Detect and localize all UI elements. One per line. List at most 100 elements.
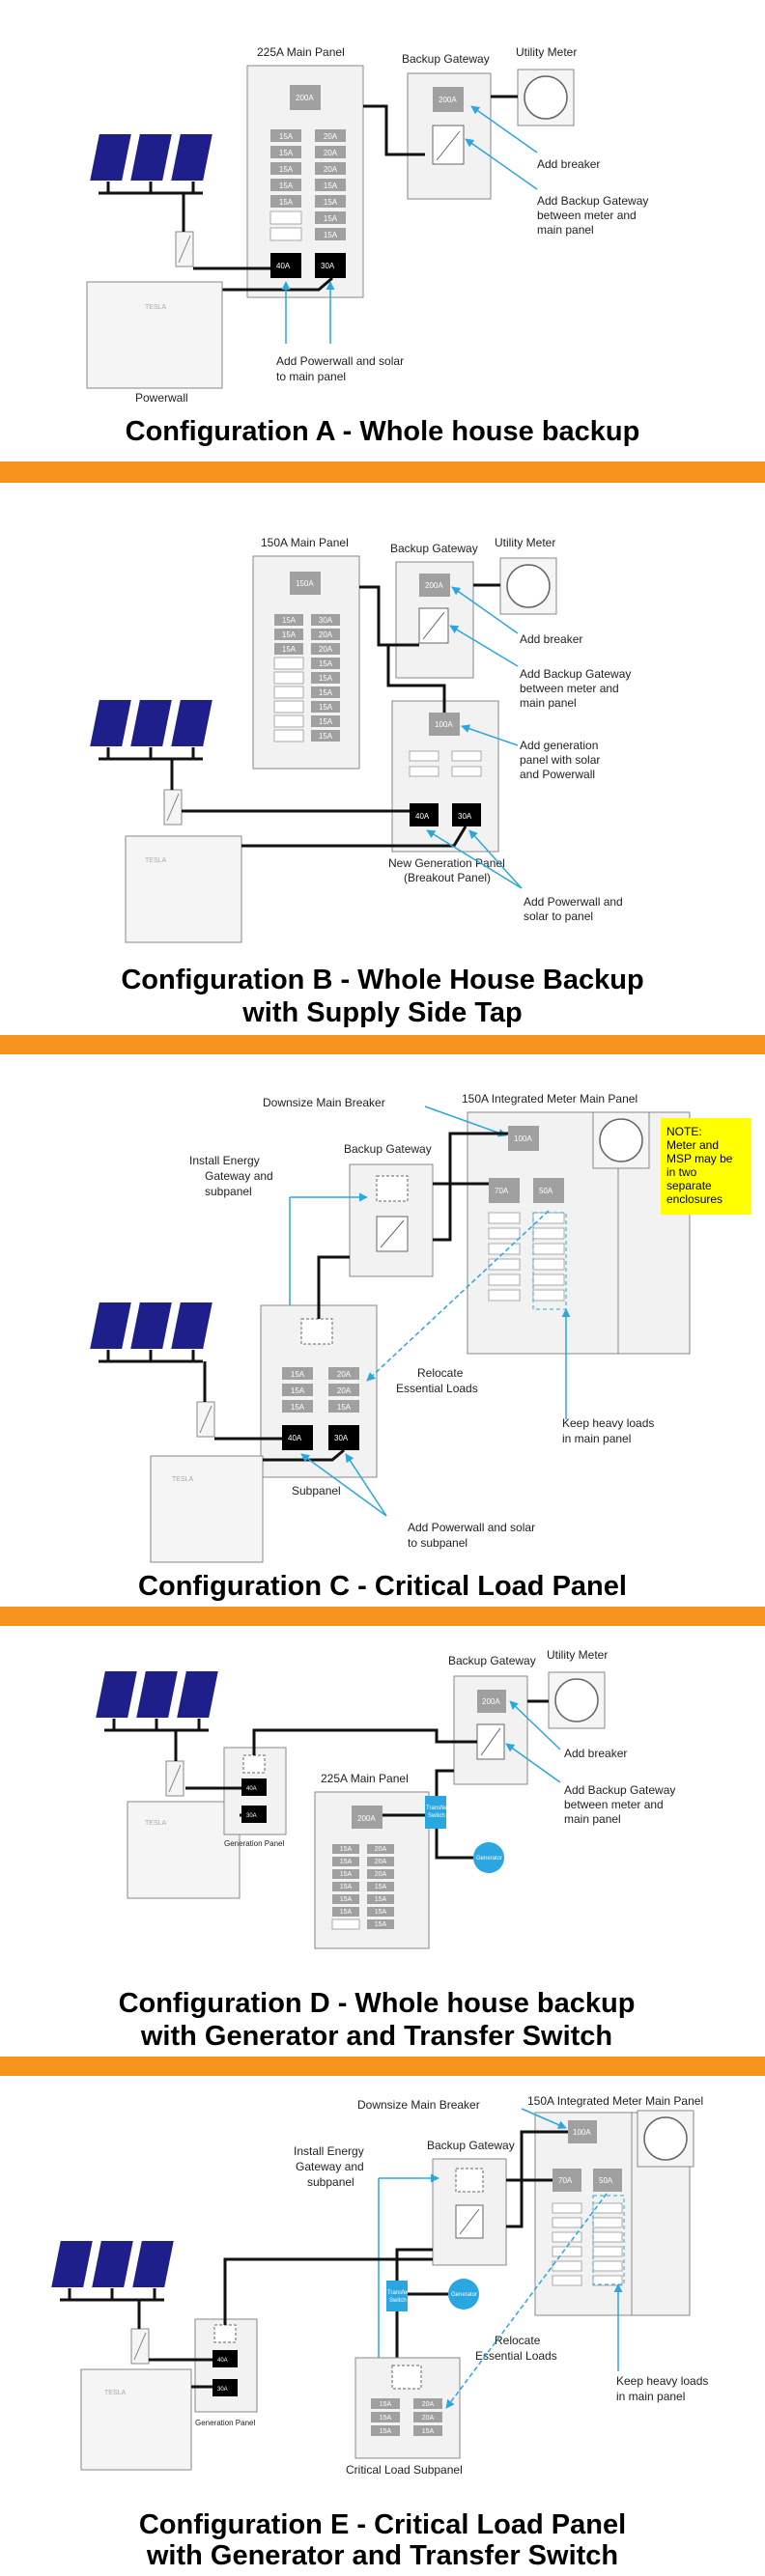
d-gateway-breaker-label: 200A: [482, 1697, 500, 1706]
d-right-breaker: [367, 1919, 394, 1929]
e-sub-right-breaker-label: 20A: [422, 2401, 435, 2408]
a-right-breaker: [315, 195, 346, 208]
d-left-breaker-label: 15A: [340, 1871, 353, 1878]
c-main-right-breaker: [532, 1212, 565, 1224]
a-left-breaker: [269, 227, 302, 241]
d-solar-breaker-label: 30A: [246, 1813, 257, 1819]
c-50a-label: 50A: [539, 1187, 553, 1195]
d-left-breaker-label: 15A: [340, 1859, 353, 1865]
a-right-breaker: [315, 179, 346, 191]
c-pw-breaker-label: 40A: [288, 1434, 302, 1442]
d-right-breaker-label: 15A: [375, 1921, 387, 1928]
d-left-breaker: [332, 1894, 359, 1904]
c-note-box: [661, 1118, 751, 1215]
a-right-breaker-label: 20A: [324, 149, 338, 157]
d-left-breaker: [332, 1844, 359, 1854]
e-sub-left-breaker-label: 15A: [380, 2428, 392, 2435]
b-left-breaker: [273, 714, 304, 728]
b-right-breaker: [311, 658, 340, 669]
b-right-breaker: [311, 643, 340, 655]
c-main-breaker-label: 100A: [514, 1134, 532, 1143]
c-sub-right-breaker-label: 20A: [337, 1386, 352, 1395]
divider-3: [0, 1607, 765, 1626]
a-left-breaker-label: 15A: [279, 182, 294, 190]
a-right-breaker: [315, 146, 346, 158]
b-gateway-label: Backup Gateway: [390, 542, 478, 555]
c-sub-right-breaker-label: 20A: [337, 1370, 352, 1379]
b-note-gen-3: and Powerwall: [520, 768, 595, 781]
a-right-breaker-label: 15A: [324, 231, 338, 239]
b-right-breaker-label: 15A: [319, 703, 333, 712]
e-main-breaker: [568, 2120, 597, 2143]
b-left-breaker: [273, 671, 304, 685]
e-50a-label: 50A: [599, 2176, 613, 2185]
e-downsize-label: Downsize Main Breaker: [357, 2098, 480, 2112]
c-main-left-breaker: [488, 1212, 521, 1224]
d-pw-breaker: [241, 1778, 267, 1796]
e-install-1: Install Energy: [294, 2144, 364, 2158]
a-note-gateway-2: between meter and: [537, 209, 637, 222]
a-note-gateway-3: main panel: [537, 223, 594, 237]
a-utility-meter: [517, 69, 575, 126]
b-right-breaker-label: 15A: [319, 659, 333, 668]
c-note-2: Meter and: [666, 1138, 719, 1152]
d-solar-inverter: [165, 1760, 184, 1797]
e-transfer-switch: [386, 2281, 408, 2311]
a-right-breaker: [315, 228, 346, 240]
d-main-breaker-label: 200A: [357, 1814, 376, 1823]
b-right-breaker: [311, 614, 340, 626]
c-relocate-1: Relocate: [417, 1366, 464, 1380]
c-main-left-breaker: [488, 1289, 521, 1302]
e-solar-breaker-label: 30A: [217, 2387, 228, 2393]
d-right-breaker: [367, 1869, 394, 1879]
c-note-5: separate: [666, 1179, 712, 1192]
e-main-right-breaker: [592, 2275, 623, 2286]
c-note-3: MSP may be: [666, 1152, 733, 1165]
c-install-3: subpanel: [205, 1185, 252, 1198]
e-main-left-breaker: [552, 2217, 582, 2228]
c-install-2: Gateway and: [205, 1169, 273, 1183]
e-main-left-breaker: [552, 2275, 582, 2286]
a-powerwall: [86, 281, 223, 389]
c-install-1: Install Energy: [189, 1154, 260, 1167]
b-note-gen-2: panel with solar: [520, 753, 600, 767]
e-main-right-breaker: [592, 2246, 623, 2257]
a-left-breaker: [269, 210, 302, 225]
c-sub-left-breaker-label: 15A: [291, 1386, 305, 1395]
c-note-4: in two: [666, 1165, 697, 1179]
d-meter-label: Utility Meter: [547, 1648, 608, 1662]
c-pw-breaker: [282, 1425, 313, 1450]
a-left-breaker: [270, 162, 301, 175]
c-main-left-breaker: [488, 1243, 521, 1255]
b-solar-inverter: [163, 789, 183, 826]
b-note-breaker: Add breaker: [520, 632, 582, 646]
b-right-breaker-label: 30A: [319, 616, 333, 625]
a-right-breaker: [315, 162, 346, 175]
b-solar-breaker: [452, 803, 481, 826]
c-keep-1: Keep heavy loads: [562, 1416, 654, 1430]
e-70a-breaker: [552, 2169, 581, 2192]
b-right-breaker: [311, 701, 340, 713]
e-tesla-logo: TESLA: [104, 2390, 127, 2396]
b-left-breaker-label: 15A: [282, 645, 297, 654]
b-right-breaker-label: 15A: [319, 717, 333, 726]
e-subpanel-label: Critical Load Subpanel: [346, 2463, 463, 2477]
c-note-1: NOTE:: [666, 1125, 702, 1138]
b-note-gateway-2: between meter and: [520, 682, 619, 695]
a-main-breaker: [290, 85, 321, 110]
e-relocate-2: Essential Loads: [475, 2349, 557, 2363]
c-solar-breaker: [328, 1425, 359, 1450]
c-meter: [592, 1111, 650, 1169]
c-title: Configuration C - Critical Load Panel: [138, 1571, 627, 1602]
a-main-breaker-label: 200A: [296, 94, 314, 102]
b-note-add-1: Add Powerwall and: [524, 895, 623, 909]
c-gateway-label: Backup Gateway: [344, 1142, 432, 1156]
a-right-breaker: [315, 129, 346, 142]
b-main-breaker: [290, 572, 321, 595]
a-right-breaker: [315, 211, 346, 224]
c-note-add-1: Add Powerwall and solar: [408, 1521, 535, 1534]
e-main-left-breaker: [552, 2260, 582, 2272]
